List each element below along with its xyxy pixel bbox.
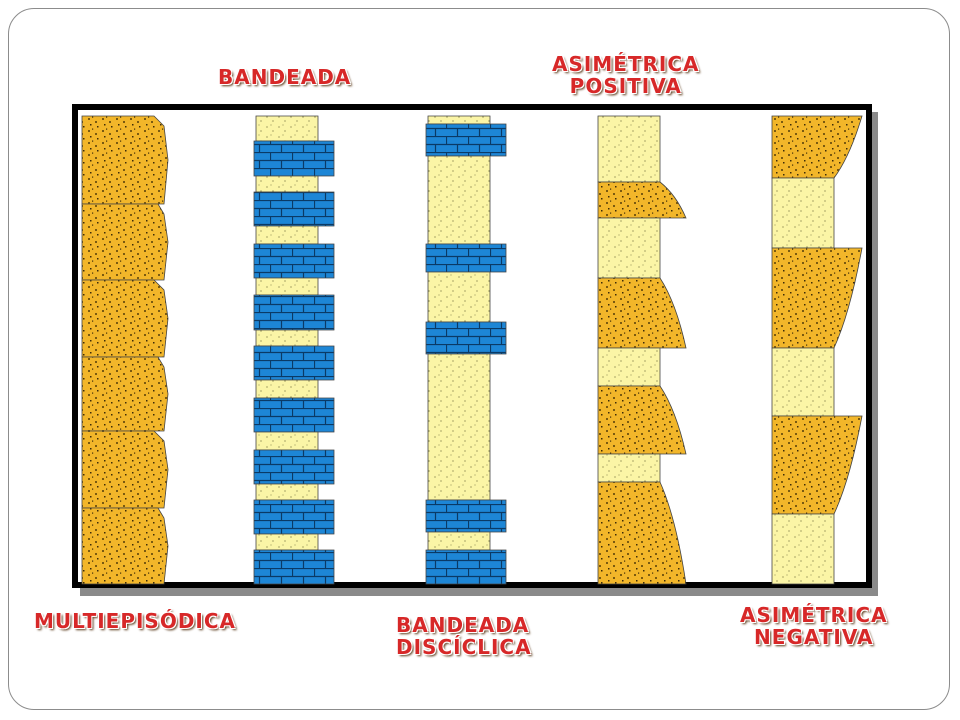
layer-negativa-sand [771, 347, 835, 417]
layer-positiva-conglomerate [597, 181, 687, 219]
layer-bandeada-limestone [253, 140, 335, 177]
layer-bandeada-limestone [253, 294, 335, 331]
label-asimetrica-positiva: ASIMÉTRICA POSITIVA [552, 53, 700, 97]
layer-bandeada-sand [255, 431, 319, 451]
layer-bandeada-sand [255, 483, 319, 501]
layer-multiepisodica-conglomerate [81, 507, 169, 585]
label-asimetrica-negativa-line1: ASIMÉTRICA [740, 603, 888, 627]
layer-bandeada-sand [255, 533, 319, 551]
layer-bandeada-limestone [253, 499, 335, 535]
layer-positiva-conglomerate [597, 481, 687, 585]
layer-disciclica-sand [427, 531, 491, 551]
layer-disciclica-sand [427, 353, 491, 501]
layer-disciclica-limestone [425, 499, 507, 533]
layer-bandeada-sand [255, 329, 319, 347]
label-asimetrica-positiva-line1: ASIMÉTRICA [552, 52, 700, 76]
label-multiepisodica: MULTIEPISÓDICA [34, 610, 236, 632]
layer-positiva-sand [597, 115, 661, 183]
layer-disciclica-limestone [425, 321, 507, 355]
label-multiepisodica-text: MULTIEPISÓDICA [34, 609, 237, 633]
layer-bandeada-sand [255, 175, 319, 193]
layer-positiva-sand [597, 453, 661, 483]
layer-disciclica-limestone [425, 549, 507, 585]
layer-bandeada-limestone [253, 243, 335, 279]
label-asimetrica-negativa: ASIMÉTRICA NEGATIVA [740, 604, 888, 648]
layer-disciclica-limestone [425, 243, 507, 273]
layer-disciclica-sand [427, 271, 491, 323]
layer-positiva-conglomerate [597, 385, 687, 455]
stratigraphic-diagram [72, 104, 878, 596]
label-bandeada: BANDEADA [218, 66, 351, 88]
layer-disciclica-sand [427, 155, 491, 245]
label-bandeada-text: BANDEADA [218, 65, 352, 89]
layer-bandeada-limestone [253, 345, 335, 381]
layer-multiepisodica-conglomerate [81, 356, 169, 432]
layer-positiva-sand [597, 347, 661, 387]
layer-multiepisodica-conglomerate [81, 203, 169, 281]
layer-bandeada-limestone [253, 191, 335, 227]
layer-bandeada-sand [255, 277, 319, 296]
layer-positiva-conglomerate [597, 277, 687, 349]
layer-bandeada-sand [255, 115, 319, 142]
label-asimetrica-positiva-line2: POSITIVA [569, 74, 682, 98]
layer-positiva-sand [597, 217, 661, 279]
layer-bandeada-limestone [253, 397, 335, 433]
layer-disciclica-sand [427, 115, 491, 125]
layer-disciclica-limestone [425, 123, 507, 157]
label-bandeada-disciclica-line1: BANDEADA [396, 613, 530, 637]
layer-multiepisodica-conglomerate [81, 279, 169, 358]
layer-bandeada-sand [255, 225, 319, 245]
layer-bandeada-limestone [253, 549, 335, 585]
label-bandeada-disciclica-line2: DISCÍCLICA [396, 635, 532, 659]
layer-multiepisodica-conglomerate [81, 115, 169, 205]
layer-negativa-sand [771, 513, 835, 585]
layer-group [81, 115, 863, 585]
layer-negativa-sand [771, 177, 835, 249]
label-asimetrica-negativa-line2: NEGATIVA [754, 625, 874, 649]
layer-bandeada-sand [255, 379, 319, 399]
layer-bandeada-limestone [253, 449, 335, 485]
layer-multiepisodica-conglomerate [81, 430, 169, 509]
label-bandeada-disciclica: BANDEADA DISCÍCLICA [396, 614, 532, 658]
